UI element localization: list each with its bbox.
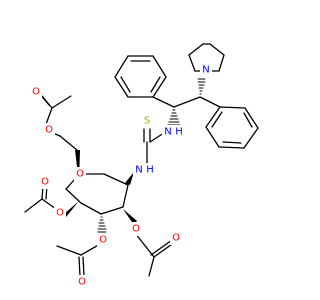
- atom-o-c4: O: [54, 206, 66, 220]
- atom-o-ring: O: [74, 167, 86, 181]
- atom-s-thio-label: S: [144, 116, 150, 127]
- atom-s-thio: S: [141, 114, 153, 128]
- atom-o-c6-label: O: [45, 125, 53, 136]
- atom-o-c4-carbonyl-label: O: [41, 177, 49, 188]
- atom-o-c4-carbonyl: O: [39, 175, 51, 189]
- atom-n-pyrrolidine: N: [200, 63, 212, 77]
- atom-n-anomeric: N: [133, 163, 145, 177]
- atom-o-c3-carbonyl: O: [76, 275, 88, 289]
- atom-o-c3-carbonyl-label: O: [78, 277, 86, 288]
- molecule-structure: O O O O O O O O: [24, 43, 259, 289]
- atom-o-c3: O: [97, 233, 109, 247]
- atom-o-c2: O: [130, 222, 142, 236]
- hashed-bond: [197, 78, 206, 95]
- atom-h-thiourea: H: [174, 125, 184, 139]
- bonds: [24, 43, 259, 277]
- atom-h-thiourea-label: H: [175, 127, 183, 138]
- atom-o-c2-carbonyl-label: O: [172, 233, 180, 244]
- atom-o-c3-label: O: [99, 235, 107, 246]
- atom-n-anomeric-label: N: [135, 165, 142, 176]
- atom-labels: O O O O O O O O: [30, 63, 212, 289]
- atom-o-c6: O: [43, 123, 55, 137]
- hashed-bond: [97, 216, 107, 233]
- atom-o-c2-label: O: [132, 224, 140, 235]
- atom-o-c6-carbonyl: O: [30, 85, 42, 99]
- atom-o-c2-carbonyl: O: [170, 231, 182, 245]
- atom-o-c6-carbonyl-label: O: [32, 87, 40, 98]
- atom-o-ring-label: O: [76, 169, 84, 180]
- atom-n-thiourea: N: [162, 125, 174, 139]
- atom-h-anomeric: H: [145, 163, 155, 177]
- atom-o-c4-label: O: [56, 208, 64, 219]
- atom-h-anomeric-label: H: [146, 165, 154, 176]
- hashed-bond: [167, 109, 181, 126]
- atom-n-pyrrolidine-label: N: [202, 65, 209, 76]
- atom-n-thiourea-label: N: [164, 127, 171, 138]
